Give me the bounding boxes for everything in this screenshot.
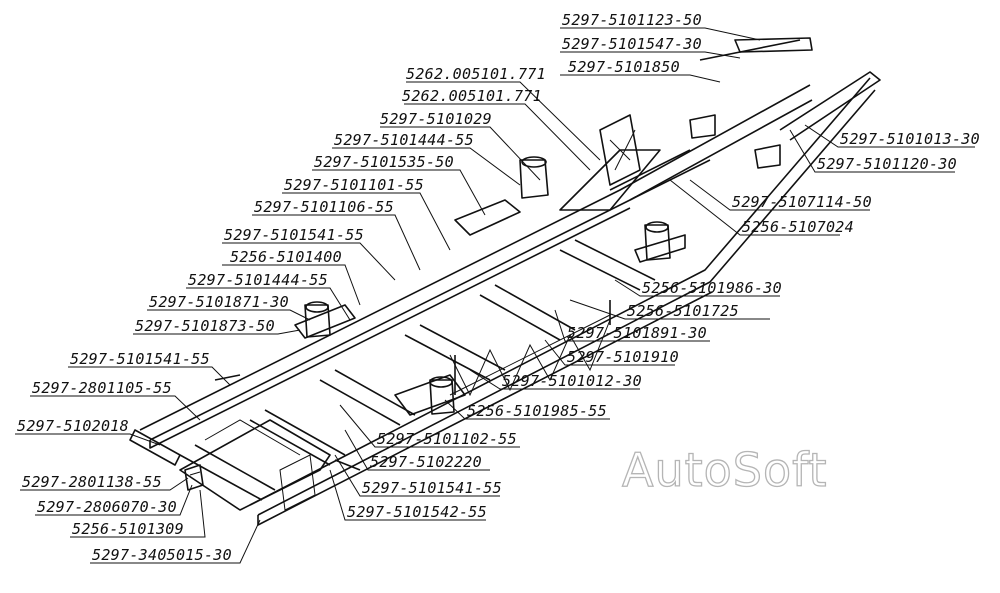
part-label: 5297-2801138-55 (22, 473, 162, 491)
part-label: 5297-5101012-30 (502, 372, 642, 390)
part-label: 5256-5107024 (742, 218, 854, 236)
part-label: 5297-5101101-55 (284, 176, 424, 194)
part-label: 5297-5101541-55 (224, 226, 364, 244)
part-label: 5297-5101541-55 (70, 350, 210, 368)
part-label: 5297-3405015-30 (92, 546, 232, 564)
part-label: 5297-5101547-30 (562, 35, 702, 53)
part-label: 5297-5101873-50 (135, 317, 275, 335)
watermark-logo: AutoSoft (622, 443, 828, 497)
part-label: 5297-2801105-55 (32, 379, 172, 397)
part-label: 5262.005101.771 (402, 87, 542, 105)
part-label: 5256-5101985-55 (467, 402, 607, 420)
part-label: 5256-5101309 (72, 520, 184, 538)
part-label: 5297-5101535-50 (314, 153, 454, 171)
part-label: 5297-5101850 (568, 58, 680, 76)
part-label: 5297-5101910 (567, 348, 679, 366)
part-label: 5297-5101444-55 (188, 271, 328, 289)
part-label: 5297-5107114-50 (732, 193, 872, 211)
part-label: 5297-5101542-55 (347, 503, 487, 521)
part-label: 5297-5101029 (380, 110, 492, 128)
part-label: 5256-5101725 (627, 302, 739, 320)
part-label: 5297-5101871-30 (149, 293, 289, 311)
part-label: 5297-5101120-30 (817, 155, 957, 173)
part-label: 5297-2806070-30 (37, 498, 177, 516)
part-label: 5297-5101013-30 (840, 130, 980, 148)
part-label: 5297-5101102-55 (377, 430, 517, 448)
part-label: 5297-5102220 (370, 453, 482, 471)
leader-lines (15, 27, 975, 564)
part-label: 5256-5101986-30 (642, 279, 782, 297)
part-label: 5297-5101541-55 (362, 479, 502, 497)
part-label: 5297-5102018 (17, 417, 129, 435)
part-labels: 5297-5101123-50 5297-5101547-30 5297-510… (17, 11, 980, 564)
part-label: 5297-5101123-50 (562, 11, 702, 29)
part-label: 5256-5101400 (230, 248, 342, 266)
part-label: 5297-5101444-55 (334, 131, 474, 149)
part-label: 5262.005101.771 (406, 65, 546, 83)
part-label: 5297-5101106-55 (254, 198, 394, 216)
part-label: 5297-5101891-30 (567, 324, 707, 342)
